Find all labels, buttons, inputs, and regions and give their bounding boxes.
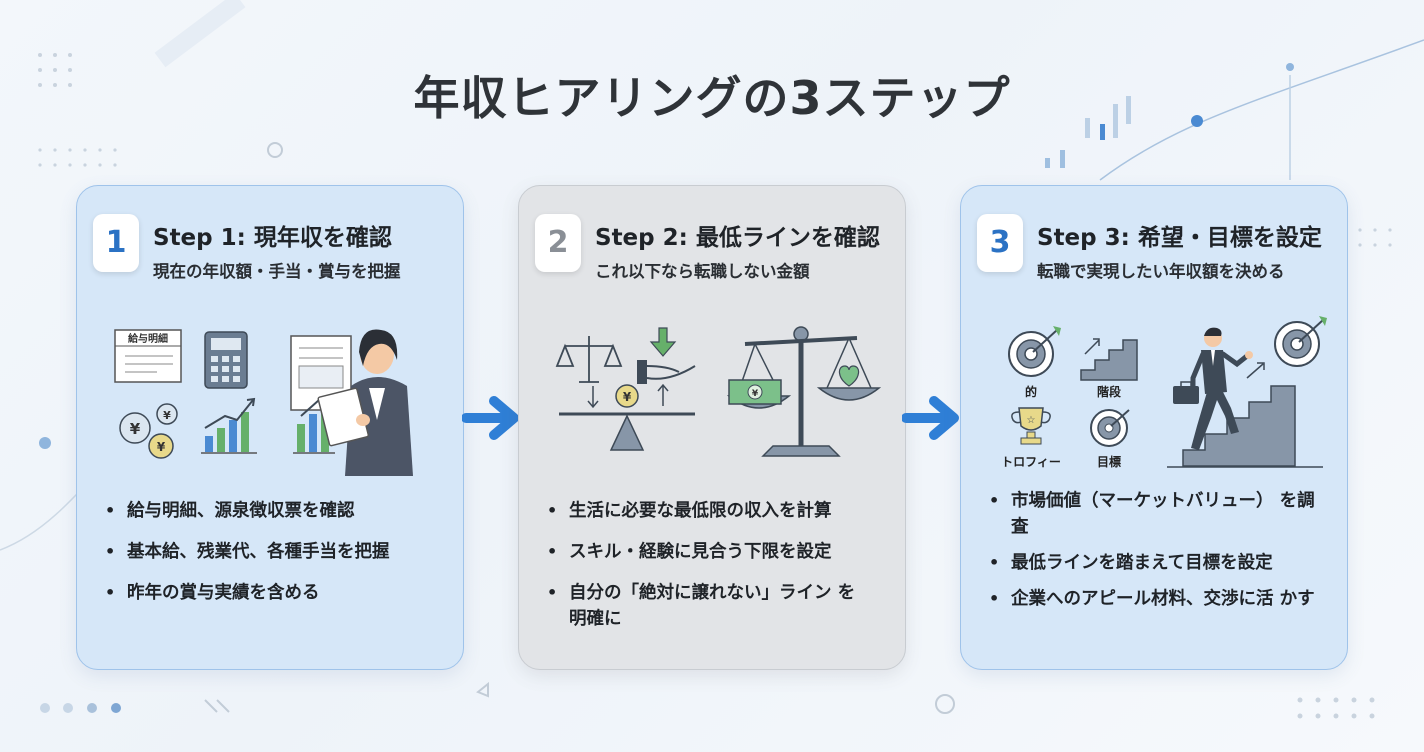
step-title: Step 1: 現年収を確認 — [153, 225, 392, 251]
svg-text:☆: ☆ — [1027, 415, 1036, 426]
svg-text:¥: ¥ — [157, 440, 166, 454]
list-item: 昨年の賞与実績を含める — [105, 580, 390, 606]
scale-money-heart-icon: ¥ — [726, 326, 882, 457]
step-3-bullets: 市場価値（マーケットバリュー） を調査 最低ラインを踏まえて目標を設定 企業への… — [989, 488, 1329, 627]
step-title: Step 3: 希望・目標を設定 — [1037, 225, 1322, 251]
list-item: 生活に必要な最低限の収入を計算 — [547, 498, 867, 524]
list-item: 基本給、残業代、各種手当を把握 — [105, 539, 390, 565]
step-subtitle: これ以下なら転職しない金額 — [595, 262, 810, 281]
trophy-icon: ☆ トロフィー — [1001, 407, 1061, 469]
stairs-icon: 階段 — [1080, 338, 1138, 399]
seesaw-yen-icon: ¥ — [559, 383, 695, 451]
step-number-badge: 1 — [93, 214, 139, 272]
step-1-bullets: 給与明細、源泉徴収票を確認 基本給、残業代、各種手当を把握 昨年の賞与実績を含め… — [105, 498, 390, 621]
icon-label: 目標 — [1097, 454, 1121, 469]
step-number-badge: 3 — [977, 214, 1023, 272]
right-arrow-icon — [462, 396, 519, 440]
step-subtitle: 転職で実現したい年収額を決める — [1037, 262, 1285, 281]
goal-target-icon: 目標 — [1090, 409, 1130, 469]
list-item: スキル・経験に見合う下限を設定 — [547, 539, 867, 565]
svg-text:¥: ¥ — [130, 420, 141, 438]
icon-label: トロフィー — [1001, 455, 1061, 469]
page-title: 年収ヒアリングの3ステップ — [413, 71, 1011, 125]
step-1-illustration: 給与明細 ¥ ¥ ¥ — [114, 329, 413, 476]
hand-receiving-money-icon — [637, 327, 696, 384]
payslip-label: 給与明細 — [128, 332, 168, 345]
step-2-illustration: ¥ ¥ — [555, 326, 882, 457]
step-1-card: 1 Step 1: 現年収を確認 現在の年収額・手当・賞与を把握 給与明細 ¥ … — [76, 185, 464, 670]
list-item: 最低ラインを踏まえて目標を設定 — [989, 550, 1329, 576]
yen-coins-icon: ¥ ¥ ¥ — [119, 403, 178, 459]
svg-text:¥: ¥ — [163, 409, 171, 422]
list-item: 自分の「絶対に譲れない」ライン を明確に — [547, 580, 867, 632]
svg-text:¥: ¥ — [623, 390, 632, 404]
list-item: 市場価値（マーケットバリュー） を調査 — [989, 488, 1329, 540]
icon-label: 的 — [1025, 384, 1037, 399]
target-icon: 的 — [1008, 326, 1061, 399]
step-title: Step 2: 最低ラインを確認 — [595, 225, 880, 251]
businessman-climbing-stairs-icon — [1167, 316, 1327, 468]
step-subtitle: 現在の年収額・手当・賞与を把握 — [153, 262, 401, 281]
balance-scale-icon — [555, 336, 623, 383]
step-2-bullets: 生活に必要な最低限の収入を計算 スキル・経験に見合う下限を設定 自分の「絶対に譲… — [547, 498, 867, 647]
bar-chart-icon — [201, 397, 257, 454]
woman-with-document-icon — [290, 329, 413, 476]
right-arrow-icon — [902, 396, 959, 440]
calculator-icon — [204, 331, 248, 389]
step-3-card: 3 Step 3: 希望・目標を設定 転職で実現したい年収額を決める 的 階段 … — [960, 185, 1348, 670]
payslip-icon: 給与明細 — [114, 329, 182, 383]
icon-label: 階段 — [1097, 384, 1122, 399]
step-2-card: 2 Step 2: 最低ラインを確認 これ以下なら転職しない金額 ¥ — [518, 185, 906, 670]
step-number-badge: 2 — [535, 214, 581, 272]
step-3-illustration: 的 階段 ☆ トロフィー 目標 — [1001, 316, 1327, 469]
list-item: 企業へのアピール材料、交渉に活 かす — [989, 586, 1329, 612]
list-item: 給与明細、源泉徴収票を確認 — [105, 498, 390, 524]
svg-text:¥: ¥ — [752, 389, 759, 399]
